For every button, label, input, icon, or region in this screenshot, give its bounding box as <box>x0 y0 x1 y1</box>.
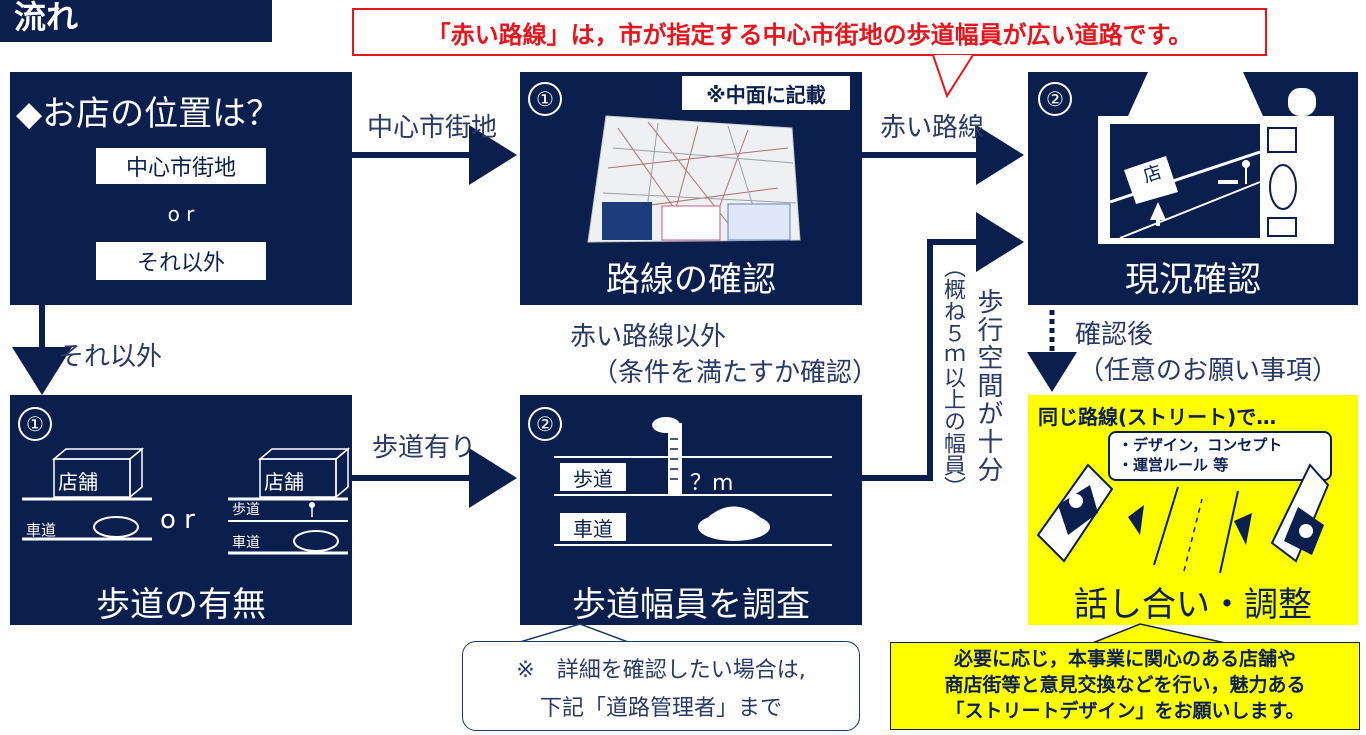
sidewalk-shop-label-1: 店舗 <box>58 470 98 494</box>
width-step-number: ② <box>528 407 562 441</box>
label-walk-space: 歩行空間が十分 <box>973 288 1003 484</box>
bubble-line-2: ・運営ルール 等 <box>1118 456 1229 474</box>
detail-note-pointer <box>519 623 629 643</box>
discussion-bubble: ・デザイン，コンセプト ・運営ルール 等 <box>1108 431 1332 481</box>
section-header-label: 流れ <box>14 0 79 36</box>
yellow-note: 必要に応じ，本事業に関心のある店舗や 商店街等と意見交換などを行い，魅力ある 「… <box>890 642 1360 730</box>
location-box: ◆お店の位置は？ 中心市街地 o r それ以外 <box>10 72 352 305</box>
detail-note: ※ 詳細を確認したい場合は, 下記「道路管理者」まで <box>462 641 860 731</box>
red-route-callout-text: 「赤い路線」は，市が指定する中心市街地の歩道幅員が広い道路です。 <box>426 20 1193 49</box>
detail-note-line-1: ※ 詳細を確認したい場合は, <box>516 658 806 683</box>
sidewalk-presence-box: ① 店舗 車道 o r 店舗 歩道 車道 歩道の有無 <box>10 395 352 625</box>
option-central: 中心市街地 <box>96 148 266 184</box>
sidewalk-shop-label-2: 店舗 <box>264 470 304 494</box>
sidewalk-walk-label: 歩道 <box>232 502 260 518</box>
label-red-route: 赤い路線 <box>880 113 985 143</box>
map-icon <box>587 115 801 243</box>
sidewalk-title: 歩道の有無 <box>96 585 266 625</box>
option-other: それ以外 <box>96 242 266 280</box>
width-survey-box: ② 歩道 ？m 車道 歩道幅員を調査 <box>520 395 862 625</box>
site-check-box: ② 店 現況確認 <box>1028 72 1358 305</box>
width-walk-label: 歩道 <box>560 463 626 491</box>
width-measure-label: ？m <box>690 471 734 496</box>
yellow-note-line-3: 「ストリートデザイン」をお願いします。 <box>945 700 1305 722</box>
label-central: 中心市街地 <box>367 113 498 143</box>
discussion-box: 同じ路線(ストリート)で… ・デザイン，コンセプト ・運営ルール 等 話し合い・… <box>1028 395 1358 625</box>
location-or: o r <box>167 202 195 226</box>
route-title: 路線の確認 <box>606 260 776 300</box>
sidewalk-road-label-2: 車道 <box>232 535 260 551</box>
route-step-number: ① <box>528 82 562 116</box>
bubble-line-1: ・デザイン，コンセプト <box>1118 436 1283 454</box>
road-diagram-icon <box>22 447 351 555</box>
street-people-icon <box>1036 463 1330 574</box>
callout-pointer <box>932 54 974 99</box>
measure-diagram-icon <box>554 417 832 546</box>
label-approx-width: （概ね５ｍ以上の幅員） <box>940 256 965 498</box>
location-title: ◆お店の位置は？ <box>16 94 281 134</box>
label-not-red: 赤い路線以外 <box>570 322 727 352</box>
arrow-width-to-site <box>862 212 1024 481</box>
route-check-box: ① ※中面に記載 路線の確認 <box>520 72 862 305</box>
discussion-header: 同じ路線(ストリート)で… <box>1038 405 1277 429</box>
yellow-note-line-2: 商店街等と意見交換などを行い，魅力ある <box>944 674 1306 696</box>
label-sidewalk-yes: 歩道有り <box>372 433 477 463</box>
detail-note-line-2: 下記「道路管理者」まで <box>539 696 782 721</box>
site-step-number: ② <box>1038 82 1072 116</box>
sidewalk-or: o r <box>160 505 195 535</box>
label-optional: （任意のお願い事項） <box>1078 356 1339 386</box>
yellow-note-line-1: 必要に応じ，本事業に関心のある店舗や <box>953 648 1296 670</box>
label-check-conditions: （条件を満たすか確認） <box>592 358 879 388</box>
sidewalk-step-number: ① <box>18 407 52 441</box>
route-note: ※中面に記載 <box>682 76 850 110</box>
label-after-check: 確認後 <box>1075 320 1154 350</box>
red-route-callout: 「赤い路線」は，市が指定する中心市街地の歩道幅員が広い道路です。 <box>352 8 1267 56</box>
section-header-tab: 流れ <box>0 0 272 42</box>
label-other: それ以外 <box>58 342 163 372</box>
sidewalk-road-label-1: 車道 <box>26 521 57 539</box>
site-title: 現況確認 <box>1125 260 1261 300</box>
discussion-title: 話し合い・調整 <box>1074 585 1312 625</box>
camera-icon <box>1098 72 1334 244</box>
width-title: 歩道幅員を調査 <box>572 585 810 625</box>
width-road-label: 車道 <box>560 513 626 541</box>
yellow-note-pointer <box>1089 623 1231 645</box>
